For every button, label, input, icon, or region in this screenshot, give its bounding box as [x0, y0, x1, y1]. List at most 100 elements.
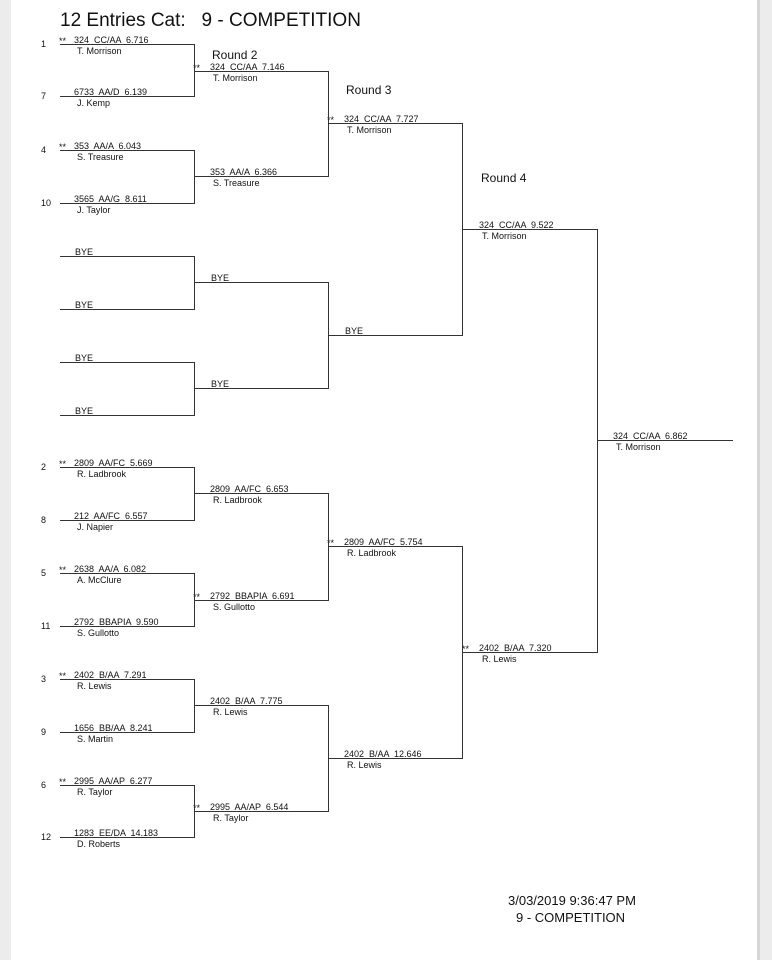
- round3-slot-line: [328, 758, 462, 759]
- seed-marker: **: [59, 459, 67, 469]
- entrant-name: D. Roberts: [77, 839, 121, 849]
- round-label: Round 3: [346, 83, 392, 97]
- seed-marker: **: [59, 142, 67, 152]
- entry-stats: 2638 AA/A 6.082: [74, 564, 147, 574]
- seed-number: 3: [41, 674, 47, 684]
- round1-slot-line: [60, 732, 194, 733]
- round2-slot-line: [194, 71, 328, 72]
- entry-stats: 2995 AA/AP 6.277: [74, 776, 153, 786]
- entry-stats: 2809 AA/FC 5.754: [344, 537, 423, 547]
- bracket-connector: [194, 44, 195, 97]
- bye-label: BYE: [75, 406, 94, 416]
- seed-number: 10: [41, 198, 52, 208]
- entrant-name: S. Treasure: [213, 178, 260, 188]
- bye-label: BYE: [345, 326, 364, 336]
- round-label: Round 2: [212, 48, 258, 62]
- entrant-name: J. Taylor: [77, 205, 111, 215]
- entrant-name: R. Ladbrook: [77, 469, 127, 479]
- bracket-connector: [328, 705, 329, 812]
- entrant-name: A. McClure: [77, 575, 122, 585]
- seed-number: 2: [41, 462, 47, 472]
- bracket-connector: [194, 150, 195, 204]
- round2-slot-line: [194, 811, 328, 812]
- round1-slot-line: [60, 44, 194, 45]
- seed-number: 6: [41, 780, 47, 790]
- seed-marker: **: [462, 644, 470, 654]
- round2-slot-line: [194, 176, 328, 177]
- entrant-name: R. Lewis: [347, 760, 382, 770]
- entry-stats: 2402 B/AA 7.775: [210, 696, 283, 706]
- seed-marker: **: [327, 115, 335, 125]
- round1-slot-line: [60, 785, 194, 786]
- round1-slot-line: [60, 150, 194, 151]
- entrant-name: S. Gullotto: [77, 628, 120, 638]
- bracket-sheet: [11, 0, 757, 960]
- seed-number: 12: [41, 832, 52, 842]
- entrant-name: J. Napier: [77, 522, 114, 532]
- footer-category: 9 - COMPETITION: [516, 910, 626, 925]
- entry-stats: 324 CC/AA 6.716: [74, 35, 149, 45]
- seed-marker: **: [59, 671, 67, 681]
- print-footer: 3/03/2019 9:36:47 PM 9 - COMPETITION: [508, 892, 636, 926]
- bracket-connector: [194, 785, 195, 838]
- seed-marker: **: [327, 538, 335, 548]
- bye-label: BYE: [75, 300, 94, 310]
- bye-label: BYE: [211, 379, 230, 389]
- entry-stats: 353 AA/A 6.043: [74, 141, 142, 151]
- seed-marker: **: [193, 63, 201, 73]
- round3-slot-line: [328, 123, 462, 124]
- bye-label: BYE: [75, 247, 94, 257]
- entry-stats: 324 CC/AA 9.522: [479, 220, 554, 230]
- entry-stats: 2792 BBAPIA 9.590: [74, 617, 159, 627]
- bracket-connector: [194, 679, 195, 733]
- entrant-name: T. Morrison: [77, 46, 122, 56]
- seed-marker: **: [59, 777, 67, 787]
- round3-slot-line: [328, 335, 462, 336]
- bracket-connector: [328, 282, 329, 389]
- entrant-name: S. Treasure: [77, 152, 124, 162]
- entries-count: 12 Entries: [60, 10, 146, 31]
- entrant-name: T. Morrison: [213, 73, 258, 83]
- round2-slot-line: [194, 600, 328, 601]
- entrant-name: R. Ladbrook: [213, 495, 263, 505]
- seed-number: 1: [41, 39, 47, 49]
- entry-stats: 6733 AA/D 6.139: [74, 87, 148, 97]
- bracket-connector: [462, 546, 463, 759]
- entrant-name: R. Ladbrook: [347, 548, 397, 558]
- entrant-name: R. Taylor: [77, 787, 113, 797]
- bracket-connector: [194, 362, 195, 416]
- round2-slot-line: [194, 705, 328, 706]
- bracket-connector: [328, 493, 329, 601]
- final-slot-line: [597, 440, 733, 441]
- entrant-name: S. Martin: [77, 734, 114, 744]
- entry-stats: 324 CC/AA 7.146: [210, 62, 285, 72]
- entry-stats: 2809 AA/FC 6.653: [210, 484, 289, 494]
- round1-slot-line: [60, 309, 194, 310]
- seed-number: 4: [41, 145, 47, 155]
- entrant-name: T. Morrison: [482, 231, 527, 241]
- round1-slot-line: [60, 837, 194, 838]
- seed-number: 7: [41, 91, 47, 101]
- entry-stats: 324 CC/AA 6.862: [613, 431, 688, 441]
- sheet-edge-shadow: [757, 0, 760, 960]
- seed-marker: **: [193, 592, 201, 602]
- entrant-name: S. Gullotto: [213, 602, 256, 612]
- entry-stats: 324 CC/AA 7.727: [344, 114, 419, 124]
- round3-slot-line: [328, 546, 462, 547]
- round2-slot-line: [194, 282, 328, 283]
- seed-marker: **: [59, 36, 67, 46]
- entrant-name: T. Morrison: [347, 125, 392, 135]
- print-datetime: 3/03/2019 9:36:47 PM: [508, 893, 636, 908]
- entry-stats: 2809 AA/FC 5.669: [74, 458, 153, 468]
- entry-stats: 2792 BBAPIA 6.691: [210, 591, 295, 601]
- round2-slot-line: [194, 493, 328, 494]
- round1-slot-line: [60, 203, 194, 204]
- round1-slot-line: [60, 467, 194, 468]
- entry-stats: 2402 B/AA 12.646: [344, 749, 422, 759]
- round1-slot-line: [60, 256, 194, 257]
- entry-stats: 3565 AA/G 8.611: [74, 194, 147, 204]
- entrant-name: R. Lewis: [213, 707, 248, 717]
- entry-stats: 1283 EE/DA 14.183: [74, 828, 159, 838]
- cat-label: Cat:: [150, 10, 186, 31]
- round4-slot-line: [462, 652, 597, 653]
